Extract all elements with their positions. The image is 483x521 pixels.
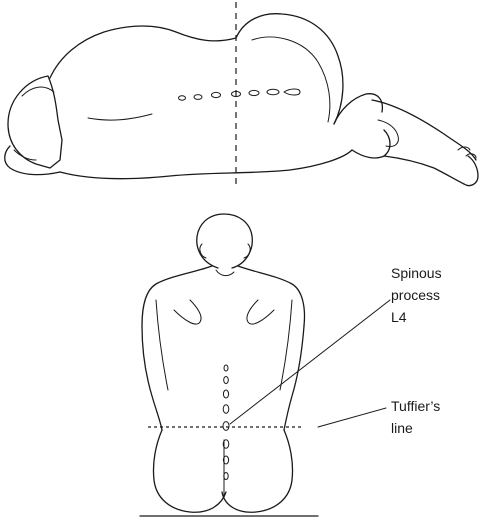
seated-right-shoulder xyxy=(237,265,306,327)
lying-leg-outline xyxy=(371,99,477,161)
lying-spinous-processes xyxy=(178,88,301,101)
seated-left-buttock xyxy=(152,429,227,513)
lying-head-detail xyxy=(21,86,55,97)
lying-foot-outline xyxy=(463,155,479,187)
lying-hip-contour xyxy=(235,13,344,125)
seated-left-scapula xyxy=(173,299,202,325)
lying-back-inner-line xyxy=(87,113,153,121)
lying-toes-detail xyxy=(457,146,477,159)
lying-back-upper-contour xyxy=(49,25,237,79)
spinous-process-leader xyxy=(229,299,391,425)
vertebra-mark xyxy=(222,439,230,449)
seated-neck-detail xyxy=(215,269,235,277)
lying-hand-outline xyxy=(377,119,399,147)
vertebra-mark xyxy=(222,404,230,414)
lying-ear-detail xyxy=(13,149,37,161)
sacrum-mark xyxy=(283,88,301,96)
lying-knee-outline xyxy=(351,129,391,159)
lateral-decubitus-figure xyxy=(4,2,479,187)
vertebra-mark xyxy=(211,91,221,99)
vertebra-mark xyxy=(193,94,203,100)
vertebra-mark xyxy=(266,88,280,96)
label-spinous-line2: process xyxy=(391,287,440,303)
seated-figure xyxy=(139,213,391,517)
seated-right-buttock xyxy=(221,429,294,513)
vertebra-mark xyxy=(178,95,186,101)
seated-left-arm xyxy=(141,325,163,431)
seated-ear-right xyxy=(243,243,251,259)
label-spinous-line1: Spinous xyxy=(391,265,442,281)
lying-lower-leg-outline xyxy=(383,155,465,185)
vertebra-mark xyxy=(223,364,229,372)
seated-right-arm xyxy=(283,325,305,431)
lying-thigh-outline xyxy=(333,93,384,125)
label-tuffier-line1: Tuffier’s xyxy=(391,398,440,414)
vertebra-mark xyxy=(223,472,229,480)
seated-left-torso xyxy=(155,299,169,391)
tuffier-line-leader xyxy=(317,407,387,428)
lying-head-outline xyxy=(7,75,63,169)
lying-body-lower-contour xyxy=(59,149,353,180)
seated-right-torso xyxy=(279,299,293,391)
label-tuffier-line2: line xyxy=(391,420,413,436)
lying-gluteal-line xyxy=(251,36,331,123)
seated-spinous-processes xyxy=(222,364,230,480)
seated-ear-left xyxy=(199,243,207,259)
seated-right-scapula xyxy=(246,299,275,325)
vertebra-mark xyxy=(248,89,260,97)
vertebra-mark xyxy=(223,376,229,384)
vertebra-mark xyxy=(222,389,230,399)
vertebra-mark xyxy=(222,455,230,465)
lying-arm-outline xyxy=(4,145,61,176)
seated-head-outline xyxy=(196,213,253,269)
annotation-labels: Spinous process L4 Tuffier’s line xyxy=(391,265,442,436)
label-spinous-line3: L4 xyxy=(391,309,407,325)
vertebra-l4 xyxy=(222,421,230,431)
seated-left-shoulder xyxy=(141,265,213,327)
